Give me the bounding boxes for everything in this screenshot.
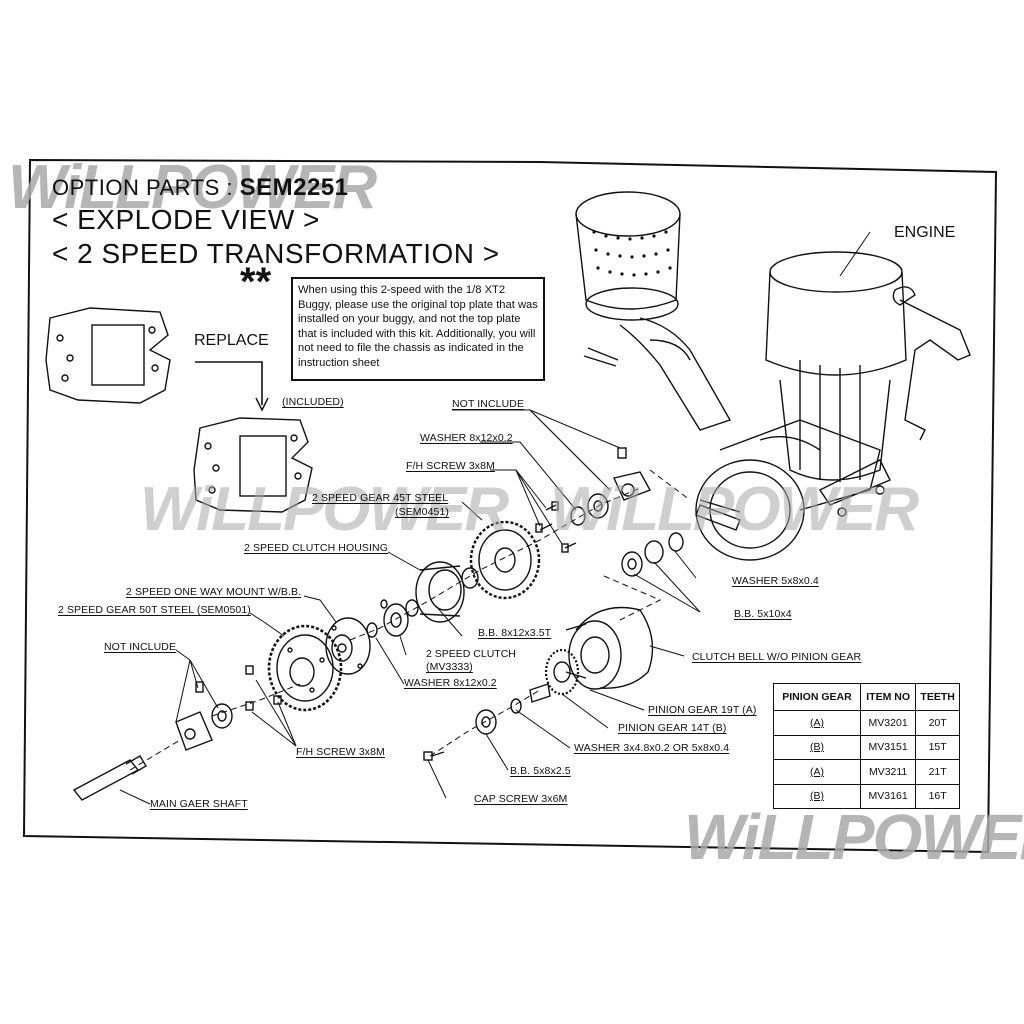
watermark-middle-right: WiLLPOWER: [550, 475, 919, 544]
cell-teeth: 20T: [915, 710, 960, 736]
clutch-2speed-icon: [380, 599, 419, 637]
fh-screw-bottom-label: F/H SCREW 3x8M: [296, 746, 385, 758]
washer-8x12-icon: [366, 622, 378, 638]
table-header-row: PINION GEAR ITEM NO TEETH: [773, 683, 960, 711]
note-box: When using this 2-speed with the 1/8 XT2…: [291, 277, 545, 381]
washer-3x4-label: WASHER 3x4.8x0.2 OR 5x8x0.4: [574, 742, 730, 754]
main-shaft-icon: [72, 755, 147, 801]
clutch-bell-icon: [565, 606, 654, 690]
page-title: OPTION PARTS : SEM2251: [52, 174, 349, 202]
clutch-2speed-label: 2 SPEED CLUTCH: [426, 648, 516, 660]
gear-45t-code-label: (SEM0451): [395, 506, 450, 518]
bb-8x12-label: B.B. 8x12x3.5T: [478, 627, 552, 639]
cell-pinion: (B): [773, 783, 861, 809]
cap-screw-label: CAP SCREW 3x6M: [474, 793, 568, 805]
not-include-top-label: NOT INCLUDE: [452, 398, 525, 410]
gear-50t-label: 2 SPEED GEAR 50T STEEL (SEM0501): [58, 604, 251, 616]
engine-icon: [575, 191, 971, 561]
table-row: (A) MV3211 21T: [773, 759, 960, 785]
one-way-mount-label: 2 SPEED ONE WAY MOUNT W/B.B.: [126, 586, 302, 598]
cell-teeth: 21T: [915, 759, 960, 785]
diagram-frame: [22, 158, 998, 854]
table-row: (B) MV3161 16T: [773, 783, 960, 809]
replace-arrow-icon: [195, 361, 263, 405]
clutch-2speed-code-label: (MV3333): [426, 661, 473, 673]
pinion-14t-label: PINION GEAR 14T (B): [618, 722, 727, 734]
gear-45t-icon: [469, 520, 541, 600]
cell-item-no: MV3151: [859, 734, 917, 760]
collet-nut-icon: [613, 447, 652, 501]
cell-pinion: (A): [773, 759, 861, 785]
bearing-5x10-icon: [644, 540, 664, 564]
clutch-bell-label: CLUTCH BELL W/O PINION GEAR: [692, 651, 862, 663]
cell-teeth: 15T: [915, 734, 960, 760]
explode-view-heading: < EXPLODE VIEW >: [52, 204, 320, 235]
included-label: (INCLUDED): [282, 396, 344, 408]
washer-3x4-icon: [510, 698, 522, 714]
header-teeth: TEETH: [915, 683, 960, 711]
replace-label: REPLACE: [194, 332, 269, 349]
cell-pinion: (A): [773, 710, 861, 736]
header-pinion-gear: PINION GEAR: [773, 683, 861, 711]
main-shaft-label: MAIN GAER SHAFT: [150, 798, 248, 810]
cell-item-no: MV3161: [859, 783, 917, 809]
clutch-housing-icon: [415, 561, 479, 623]
cell-item-no: MV3201: [859, 710, 917, 736]
bb-5x8-label: B.B. 5x8x2.5: [510, 765, 571, 777]
top-plate-original-icon: [45, 307, 171, 404]
gear-50t-icon: [267, 624, 343, 712]
header-item-no: ITEM NO: [859, 683, 917, 711]
watermark-middle-left: WiLLPOWER: [140, 475, 509, 544]
pinion-19t-label: PINION GEAR 19T (A): [648, 704, 757, 716]
cell-pinion: (B): [773, 734, 861, 760]
collet-left-icon: [175, 681, 233, 751]
table-row: (A) MV3201 20T: [773, 710, 960, 736]
cell-item-no: MV3211: [859, 759, 917, 785]
bb-5x10x4-label: B.B. 5x10x4: [734, 608, 792, 620]
note-marker: **: [240, 260, 272, 304]
title-prefix: OPTION PARTS :: [52, 175, 240, 200]
watermark-top: WiLLPOWER: [8, 153, 377, 222]
washer-8x12-top-label: WASHER 8x12x0.2: [420, 432, 513, 444]
part-code: SEM2251: [239, 174, 349, 201]
watermark-bottom: WiLLPOWER: [684, 801, 1024, 873]
clutch-housing-label: 2 SPEED CLUTCH HOUSING: [244, 542, 388, 554]
fh-screw-bottom-icon: [245, 665, 282, 711]
table-row: (B) MV3151 15T: [773, 734, 960, 760]
washer-8x12-bottom-label: WASHER 8x12x0.2: [404, 677, 497, 689]
cell-teeth: 16T: [915, 783, 960, 809]
transformation-heading: < 2 SPEED TRANSFORMATION >: [52, 238, 500, 269]
washer-5x8-label: WASHER 5x8x0.4: [732, 575, 819, 587]
washer-5x8-icon: [668, 532, 684, 552]
engine-label: ENGINE: [894, 224, 956, 241]
pinion-gear-icon: [529, 648, 580, 703]
bearing-5x8-icon: [475, 709, 497, 735]
bearing-top-icon: [587, 493, 609, 519]
pinion-gear-table: PINION GEAR ITEM NO TEETH (A) MV3201 20T…: [773, 683, 960, 809]
not-include-left-label: NOT INCLUDE: [104, 641, 177, 653]
fh-screw-top-label: F/H SCREW 3x8M: [406, 460, 495, 472]
top-plate-included-icon: [193, 417, 313, 513]
washer-top-icon: [570, 506, 586, 526]
gear-45t-label: 2 SPEED GEAR 45T STEEL: [312, 492, 449, 504]
